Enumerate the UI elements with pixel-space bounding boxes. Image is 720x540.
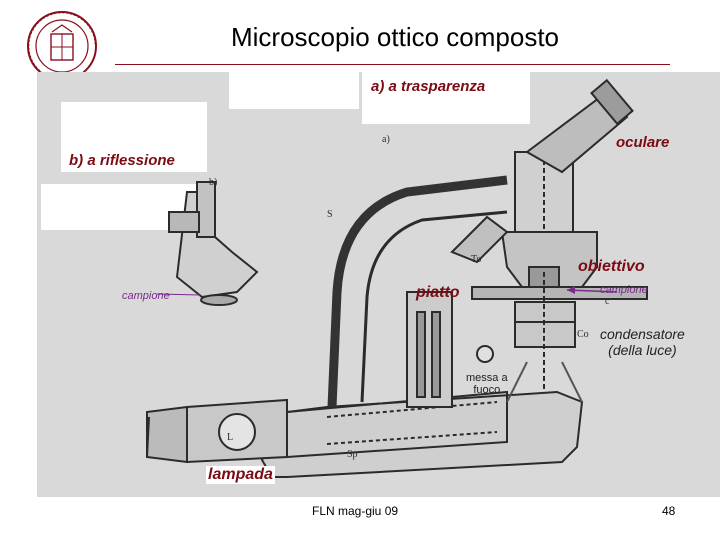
label-messa-line1: messa a [466, 372, 508, 384]
svg-text:Co: Co [577, 329, 589, 340]
svg-text:b): b) [209, 177, 217, 188]
label-riflessione: b) a riflessione [63, 150, 181, 171]
svg-text:S: S [327, 209, 333, 220]
label-oculare: oculare [616, 134, 670, 151]
svg-text:To: To [471, 254, 481, 265]
label-messa-line2: fuoco [473, 384, 501, 396]
svg-text:c: c [605, 296, 610, 307]
label-trasparenza: a) a trasparenza [363, 76, 494, 97]
microscope-diagram: a) b) S To c Co Sp L [37, 72, 720, 497]
footer-text: FLN mag-giu 09 [312, 504, 399, 518]
label-messa-a-fuoco: messa a fuoco [466, 372, 508, 396]
label-condensatore-line1: condensatore [600, 326, 685, 342]
page-title: Microscopio ottico composto [230, 22, 560, 52]
svg-text:a): a) [382, 134, 390, 145]
label-campione-left: campione [122, 290, 170, 302]
svg-text:Sp: Sp [347, 449, 358, 460]
label-campione-right: campione [600, 284, 648, 296]
svg-text:L: L [227, 432, 233, 443]
label-condensatore: condensatore (della luce) [600, 326, 685, 358]
label-obiettivo: obiettivo [578, 258, 645, 275]
page-number: 48 [662, 504, 676, 518]
label-piatto: piatto [416, 284, 460, 301]
label-lampada: lampada [206, 466, 275, 484]
label-condensatore-line2: (della luce) [608, 342, 677, 358]
title-divider [115, 64, 670, 65]
